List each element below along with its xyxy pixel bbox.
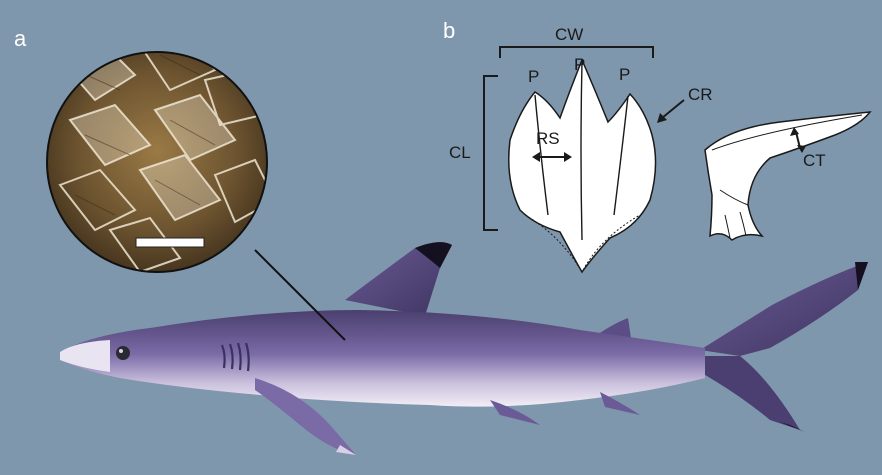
anal-fin (600, 392, 640, 415)
denticle-top-view: CW CL P P P RS CR (449, 25, 713, 275)
panel-label-a: a (14, 26, 27, 51)
label-cr: CR (688, 85, 713, 104)
label-p-right: P (619, 65, 630, 84)
shark-body (60, 310, 705, 407)
caudal-fin-upper (700, 262, 868, 356)
panel-label-b: b (443, 18, 455, 43)
shark-eye (116, 346, 130, 360)
shark-illustration (60, 242, 868, 455)
label-cl: CL (449, 143, 471, 162)
label-p-center: P (574, 55, 585, 74)
caudal-fin-lower (700, 356, 800, 430)
label-cw: CW (555, 25, 583, 44)
scale-bar (136, 238, 204, 247)
cr-arrow (662, 100, 684, 118)
label-ct: CT (803, 151, 826, 170)
denticle-crown (509, 60, 656, 272)
label-p-left: P (528, 67, 539, 86)
magnified-skin-view (47, 30, 275, 272)
label-rs: RS (536, 129, 560, 148)
cl-bracket (484, 76, 498, 230)
denticle-side-view: CT (705, 112, 870, 240)
